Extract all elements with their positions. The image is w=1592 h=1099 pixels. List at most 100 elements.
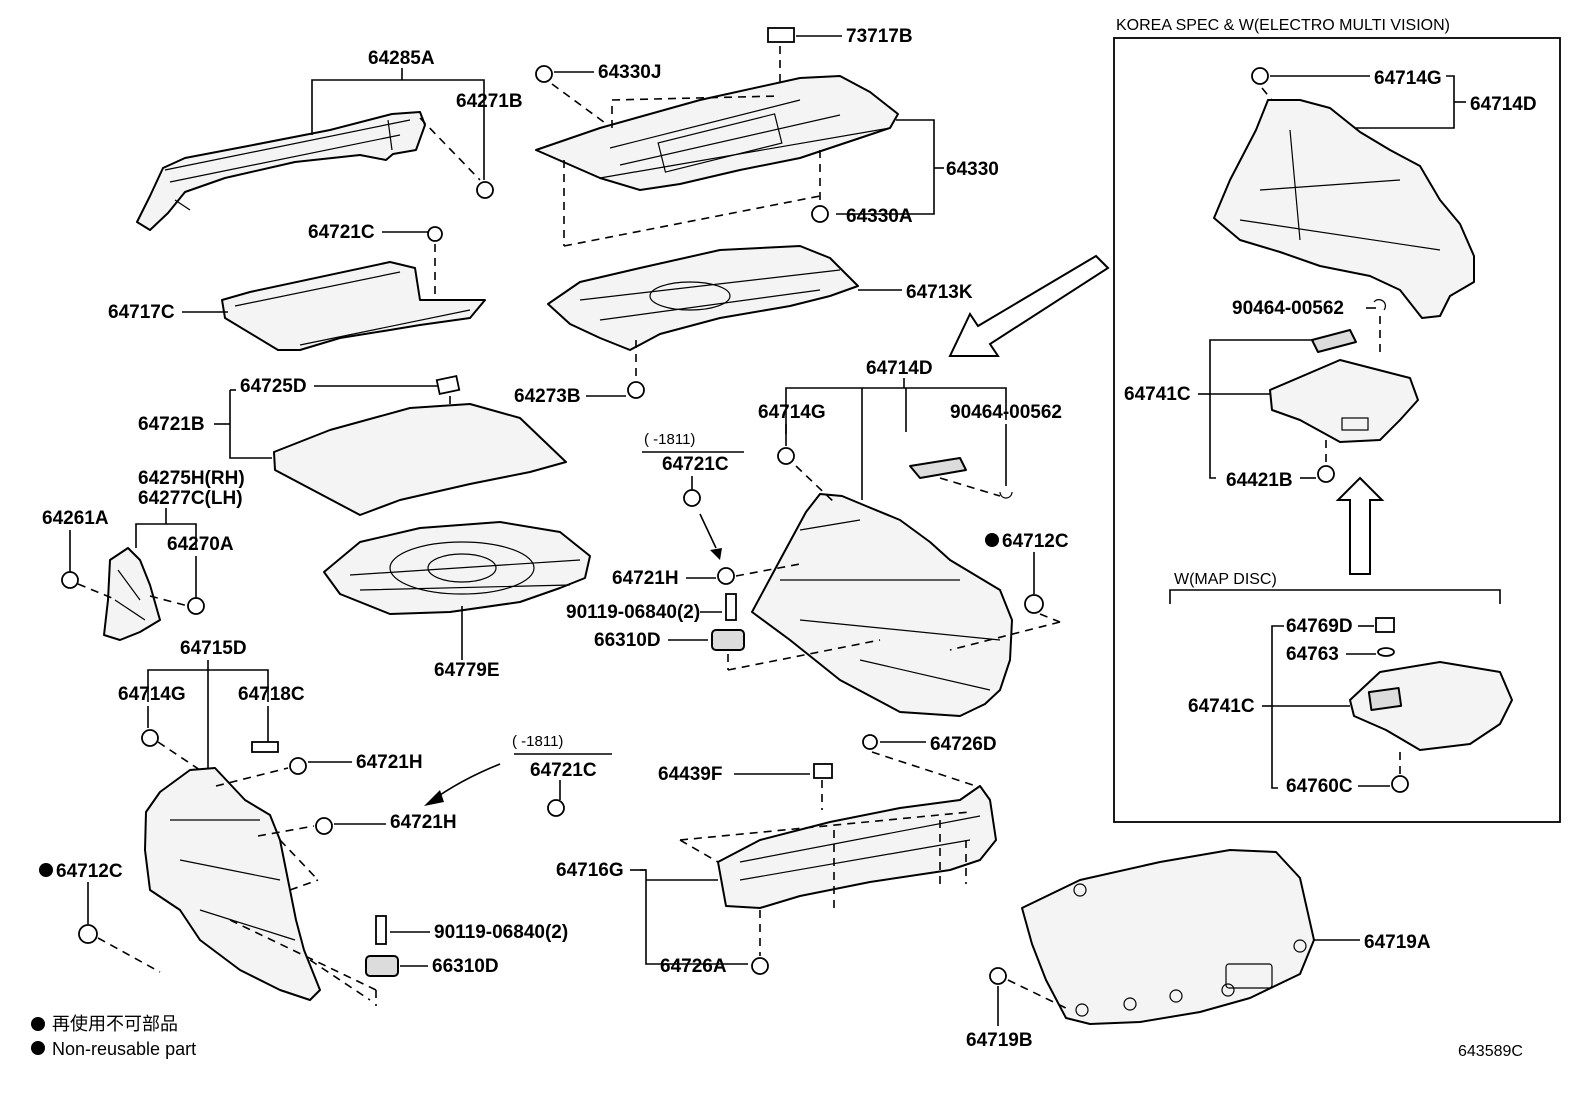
label-64763: 64763 bbox=[1286, 644, 1339, 665]
label-90119-06840-lower: 90119-06840(2) bbox=[434, 922, 568, 943]
note-1811-upper: ( -1811) bbox=[644, 431, 695, 448]
deck-board-64779e-group: 64779E bbox=[323, 521, 591, 681]
label-64439f: 64439F bbox=[658, 764, 722, 785]
clip-64421b-icon bbox=[1317, 465, 1335, 483]
bolt-90119-mid-icon bbox=[725, 593, 737, 621]
label-64721c-upper: 64721C bbox=[662, 454, 729, 475]
rear-sill-plate-part bbox=[717, 785, 997, 909]
label-64271b: 64271B bbox=[456, 91, 523, 112]
label-64270a: 64270A bbox=[167, 534, 234, 555]
label-64277c-lh: 64277C(LH) bbox=[138, 488, 243, 509]
note-1811-lower: ( -1811) bbox=[512, 733, 563, 750]
label-64285a: 64285A bbox=[368, 48, 435, 69]
label-64721h-2: 64721H bbox=[390, 812, 457, 833]
clip-64721h-mid-icon bbox=[717, 567, 735, 585]
label-64726d: 64726D bbox=[930, 734, 997, 755]
clip-64726a-icon bbox=[751, 957, 769, 975]
label-90119-06840-mid: 90119-06840(2) bbox=[566, 602, 700, 623]
label-66310d-mid: 66310D bbox=[594, 630, 661, 651]
non-reusable-bullet-icon-2 bbox=[985, 533, 999, 547]
note-1811-lower-group: ( -1811) 64721C bbox=[424, 733, 612, 817]
luggage-tray-part bbox=[547, 245, 859, 351]
sill-plate-64716g-group: 64726D 64439F 64716G 64726A bbox=[556, 734, 997, 977]
label-64721c-lower: 64721C bbox=[530, 760, 597, 781]
clip-64273b-icon bbox=[627, 381, 645, 399]
mat-clip-64725d-icon bbox=[435, 375, 461, 395]
cap-64769d-icon bbox=[1375, 617, 1395, 633]
quarter-trim-part bbox=[144, 767, 321, 1001]
label-64721c-top: 64721C bbox=[308, 222, 375, 243]
label-64719b: 64719B bbox=[966, 1030, 1033, 1051]
inset-frame bbox=[1113, 37, 1561, 823]
clip-64714g-inset-icon bbox=[1251, 67, 1269, 85]
trim-64285a-group: 64285A 64271B bbox=[136, 48, 523, 231]
right-quarter-trim-part bbox=[751, 493, 1013, 717]
quarter-trim-64714d-group: 64714D 64714G 90464-00562 bbox=[751, 358, 1062, 717]
label-64714d-inset: 64714D bbox=[1470, 94, 1537, 115]
clip-64721c-upper-icon bbox=[683, 489, 701, 507]
inset-title: KOREA SPEC & W(ELECTRO MULTI VISION) bbox=[1116, 17, 1450, 34]
washer-64763-icon bbox=[1377, 647, 1395, 657]
label-64721h-mid: 64721H bbox=[612, 568, 679, 589]
clip-64726d-icon bbox=[862, 734, 878, 750]
map-disc-title: W(MAP DISC) bbox=[1174, 571, 1277, 588]
label-64330j: 64330J bbox=[598, 62, 661, 83]
clip-90464-inset-icon bbox=[1373, 299, 1386, 311]
diagram-code: 643589C bbox=[1458, 1043, 1523, 1060]
label-64275h-rh: 64275H(RH) bbox=[138, 468, 245, 489]
legend-jp: 再使用不可部品 bbox=[52, 1014, 178, 1034]
clip-64714g-mid-icon bbox=[777, 447, 795, 465]
up-arrow-icon bbox=[1335, 476, 1385, 575]
label-64714g-inset: 64714G bbox=[1374, 68, 1442, 89]
clip-64719b-icon bbox=[989, 967, 1007, 985]
clip-64721c-icon bbox=[427, 226, 443, 242]
label-90464-00562-mid: 90464-00562 bbox=[950, 402, 1062, 423]
label-66310d-lower: 66310D bbox=[432, 956, 499, 977]
label-64769d: 64769D bbox=[1286, 616, 1353, 637]
nut-64712c-left-icon bbox=[78, 924, 98, 944]
inset-map-disc-box-part bbox=[1349, 661, 1513, 751]
korea-spec-inset: KOREA SPEC & W(ELECTRO MULTI VISION) 647… bbox=[1113, 17, 1561, 823]
label-64717c: 64717C bbox=[108, 302, 175, 323]
label-64721b: 64721B bbox=[138, 414, 205, 435]
label-73717b: 73717B bbox=[846, 26, 913, 47]
label-64725d: 64725D bbox=[240, 376, 307, 397]
clip-64721h-2-icon bbox=[315, 817, 333, 835]
non-reusable-bullet-icon bbox=[39, 863, 53, 877]
clip-64330j-icon bbox=[535, 65, 553, 83]
legend-bullet-icon bbox=[31, 1017, 45, 1031]
label-64741c-inset-2: 64741C bbox=[1188, 696, 1255, 717]
label-64760c: 64760C bbox=[1286, 776, 1353, 797]
label-64716g: 64716G bbox=[556, 860, 624, 881]
label-64330a: 64330A bbox=[846, 206, 913, 227]
clip-64714g-left-icon bbox=[141, 729, 159, 747]
label-64714d-main: 64714D bbox=[866, 358, 933, 379]
install-direction-arrow-icon bbox=[710, 548, 722, 560]
clip-64721h-1-icon bbox=[289, 757, 307, 775]
mat-64717c-group: 64721C 64717C bbox=[108, 222, 486, 351]
floor-mat-64721b-group: 64725D 64721B bbox=[138, 375, 567, 516]
bracket-64275h-group: 64275H(RH) 64277C(LH) 64261A 64270A bbox=[42, 468, 245, 641]
legend-bullet-icon-2 bbox=[31, 1041, 45, 1055]
lid-trim-64719a-group: 64719A 64719B bbox=[966, 849, 1431, 1051]
label-64713k: 64713K bbox=[906, 282, 973, 303]
assembly-direction-arrow-icon bbox=[424, 790, 444, 806]
side-bracket-part bbox=[103, 547, 161, 641]
clip-90464-mid-icon bbox=[999, 491, 1013, 499]
clip-64270a-icon bbox=[187, 597, 205, 615]
section-pointer-arrow-icon bbox=[948, 254, 1110, 357]
inset-box-part bbox=[1269, 359, 1419, 443]
label-64719a: 64719A bbox=[1364, 932, 1431, 953]
label-64712c-right: 64712C bbox=[1002, 531, 1069, 552]
grommet-66310d-lower-icon bbox=[365, 955, 399, 977]
label-64714g-mid: 64714G bbox=[758, 402, 826, 423]
rear-trim-part bbox=[136, 111, 426, 231]
label-64779e: 64779E bbox=[434, 660, 500, 681]
clip-64271b-icon bbox=[476, 181, 494, 199]
label-64421b: 64421B bbox=[1226, 470, 1293, 491]
clip-73717b-icon bbox=[767, 27, 795, 43]
legend: 再使用不可部品 Non-reusable part bbox=[31, 1014, 196, 1059]
grommet-66310d-mid-icon bbox=[711, 629, 745, 651]
